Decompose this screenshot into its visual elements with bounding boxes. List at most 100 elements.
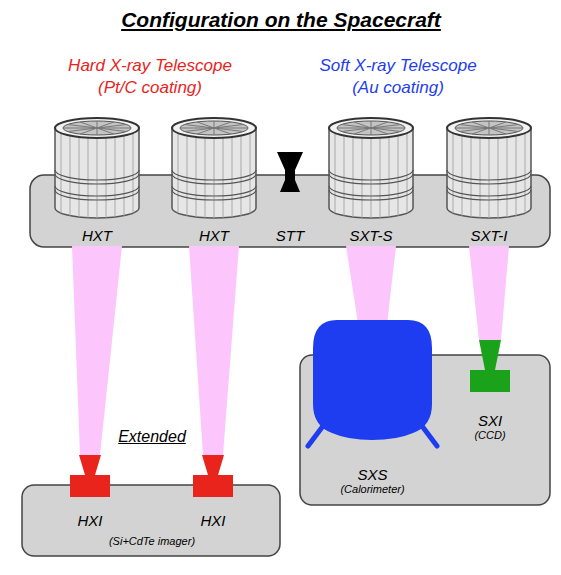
detector-note: (Si+CdTe imager) <box>109 535 195 548</box>
node-outline <box>52 110 142 246</box>
telescope-segment <box>380 138 381 218</box>
telescope-spoke <box>97 128 114 134</box>
telescope-body <box>447 128 531 218</box>
telescope-segment <box>178 133 179 213</box>
telescope-segment <box>471 137 472 217</box>
telescope-segment <box>133 133 134 213</box>
xray-beam <box>189 246 239 455</box>
telescope-body <box>329 128 413 218</box>
telescope-spoke <box>214 125 243 129</box>
telescope-spoke <box>489 128 490 135</box>
telescope-spoke <box>460 128 489 132</box>
telescope-aperture-inner <box>337 121 405 135</box>
extended-bench-plate <box>22 485 280 556</box>
telescope-segment <box>250 133 251 213</box>
part-label: SXT-I <box>471 227 508 244</box>
telescope-segment <box>214 138 215 218</box>
telescope-aperture <box>172 118 256 138</box>
telescope-spoke <box>185 128 214 132</box>
telescope-spoke <box>68 128 97 132</box>
coating-note: (Au coating) <box>352 78 444 98</box>
telescope-spoke <box>489 128 506 134</box>
telescope-band <box>447 186 531 196</box>
calorimeter-dewar <box>313 320 432 440</box>
detector-block <box>193 475 233 497</box>
detector-funnel <box>202 455 224 475</box>
telescope-segment <box>480 138 481 218</box>
telescope-band <box>329 190 413 200</box>
telescope-band <box>55 174 139 184</box>
telescope-band <box>447 190 531 200</box>
node-outline <box>169 110 259 246</box>
detector: HXI <box>173 455 253 531</box>
telescope: HXT <box>169 110 259 246</box>
part-note: (Calorimeter) <box>340 483 404 496</box>
telescope-segment <box>525 133 526 213</box>
telescope-spoke <box>214 121 215 128</box>
telescope-band <box>447 170 531 180</box>
telescope-heading: Hard X-ray Telescope <box>68 56 232 76</box>
part-label: SXT-S <box>350 227 393 244</box>
telescope-band <box>447 174 531 184</box>
telescope-band <box>172 170 256 180</box>
telescope-segment <box>362 138 363 218</box>
telescope-segment <box>389 137 390 217</box>
detector-funnel <box>79 455 101 475</box>
telescope-segment <box>79 137 80 217</box>
xray-beam <box>469 246 509 340</box>
detector-block <box>470 370 510 392</box>
telescope-spoke <box>197 122 214 128</box>
telescope-segment <box>462 136 463 216</box>
telescope-segment <box>106 138 107 218</box>
telescope-spoke <box>371 128 388 134</box>
telescope-spoke <box>489 125 518 129</box>
telescope-spoke <box>371 128 372 135</box>
telescope-band <box>172 174 256 184</box>
detector-block <box>70 475 110 497</box>
telescope-segment <box>61 133 62 213</box>
telescope-band <box>172 186 256 196</box>
part-label: STT <box>276 227 304 244</box>
telescope-band <box>329 186 413 196</box>
telescope-segment <box>353 137 354 217</box>
telescope-spoke <box>371 121 372 128</box>
telescope-band <box>329 174 413 184</box>
xray-beam <box>346 246 396 320</box>
group-label: Extended <box>118 428 186 446</box>
telescope-spoke <box>97 128 98 135</box>
calorimeter: SXS(Calorimeter) <box>305 320 440 500</box>
telescope-segment <box>498 138 499 218</box>
telescope-spoke <box>97 121 98 128</box>
telescope-band <box>55 186 139 196</box>
telescope-band <box>172 190 256 200</box>
telescope-segment <box>70 136 71 216</box>
telescope-spoke <box>342 128 371 132</box>
telescope-spoke <box>472 122 489 128</box>
telescope-aperture <box>329 118 413 138</box>
telescope-body <box>55 128 139 218</box>
telescope-aperture <box>447 118 531 138</box>
telescope: SXT-S <box>326 110 416 246</box>
telescope-band <box>55 190 139 200</box>
xray-beam <box>72 246 122 455</box>
telescope-aperture-inner <box>180 121 248 135</box>
telescope-spoke <box>489 121 490 128</box>
coating-note: (Pt/C coating) <box>98 78 202 98</box>
detector: HXI <box>50 455 130 531</box>
telescope: HXT <box>52 110 142 246</box>
telescope-spoke <box>97 125 126 129</box>
part-label: HXI <box>77 512 102 529</box>
telescope-spoke <box>214 128 215 135</box>
telescope-aperture-inner <box>455 121 523 135</box>
telescope-segment <box>489 138 490 218</box>
part-note: (CCD) <box>474 429 505 442</box>
telescope-segment <box>241 136 242 216</box>
telescope-band <box>55 170 139 180</box>
part-label: SXS <box>357 466 387 483</box>
part-label: HXI <box>200 512 225 529</box>
telescope-aperture-inner <box>63 121 131 135</box>
telescope-segment <box>232 137 233 217</box>
telescope-segment <box>371 138 372 218</box>
